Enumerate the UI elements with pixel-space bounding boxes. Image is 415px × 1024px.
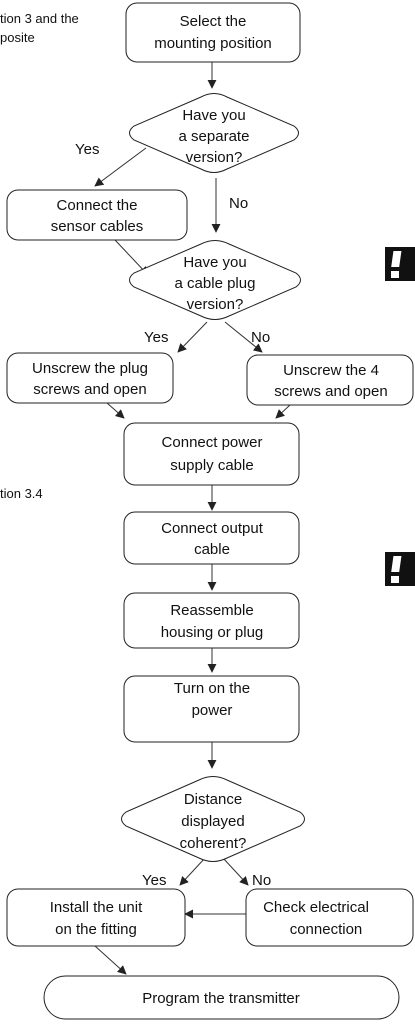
node-line: displayed xyxy=(181,813,244,830)
edge-label-no: No xyxy=(251,329,270,346)
side-text-top-2: posite xyxy=(0,30,35,45)
node-line: Connect power xyxy=(162,434,263,451)
decision-cable-plug-version: Have you a cable plug version? xyxy=(129,240,301,320)
node-line: supply cable xyxy=(170,457,253,474)
node-line: screws and open xyxy=(33,381,146,398)
node-line: housing or plug xyxy=(161,624,264,641)
process-check-electrical: Check electrical connection xyxy=(245,888,414,947)
node-line: Reassemble xyxy=(170,602,253,619)
node-line: sensor cables xyxy=(51,218,144,235)
process-connect-power: Connect power supply cable xyxy=(123,422,300,486)
node-line: Distance xyxy=(184,791,242,808)
process-turn-on: Turn on the power xyxy=(123,675,300,743)
node-line: Check electrical xyxy=(263,899,369,916)
node-line: a cable plug xyxy=(175,275,256,292)
node-line: Unscrew the 4 xyxy=(283,362,379,379)
edge-label-yes: Yes xyxy=(75,141,99,158)
node-line: on the fitting xyxy=(55,921,137,938)
node-line: Turn on the xyxy=(174,680,250,697)
process-reassemble: Reassemble housing or plug xyxy=(123,592,300,649)
edges xyxy=(89,62,305,975)
node-line: connection xyxy=(290,921,363,938)
node-line: Program the transmitter xyxy=(142,990,300,1007)
process-install-unit: Install the unit on the fitting xyxy=(6,888,186,947)
node-line: cable xyxy=(194,541,230,558)
node-line: power xyxy=(192,702,233,719)
process-connect-output: Connect output cable xyxy=(123,511,300,565)
warning-icon xyxy=(385,247,415,281)
node-line: a separate xyxy=(179,128,250,145)
decision-distance-coherent: Distance displayed coherent? xyxy=(121,776,305,862)
process-unscrew-plug: Unscrew the plug screws and open xyxy=(6,352,174,404)
node-line: Have you xyxy=(183,254,246,271)
edge-label-no: No xyxy=(252,872,271,889)
edge-label-no: No xyxy=(229,195,248,212)
node-line: Select the xyxy=(180,13,247,30)
side-text-top-1: tion 3 and the xyxy=(0,11,79,26)
node-line: Install the unit xyxy=(50,899,143,916)
node-line: coherent? xyxy=(180,835,247,852)
node-line: mounting position xyxy=(154,35,272,52)
warning-icon xyxy=(385,552,415,586)
edge-label-yes: Yes xyxy=(142,872,166,889)
node-line: Have you xyxy=(182,107,245,124)
side-text-section: tion 3.4 xyxy=(0,486,43,501)
node-line: Unscrew the plug xyxy=(32,360,148,377)
process-connect-sensor: Connect the sensor cables xyxy=(6,189,188,241)
terminator-program-transmitter: Program the transmitter xyxy=(43,975,400,1020)
node-line: Connect the xyxy=(57,197,138,214)
node-line: Connect output xyxy=(161,520,264,537)
edge-labels: Yes No Yes No Yes No xyxy=(75,141,271,889)
process-unscrew-4: Unscrew the 4 screws and open xyxy=(246,354,414,406)
node-line: version? xyxy=(186,149,243,166)
process-select-mounting: Select the mounting position xyxy=(125,2,301,63)
node-line: version? xyxy=(187,296,244,313)
edge-label-yes: Yes xyxy=(144,329,168,346)
node-line: screws and open xyxy=(274,383,387,400)
decision-separate-version: Have you a separate version? xyxy=(129,93,299,173)
